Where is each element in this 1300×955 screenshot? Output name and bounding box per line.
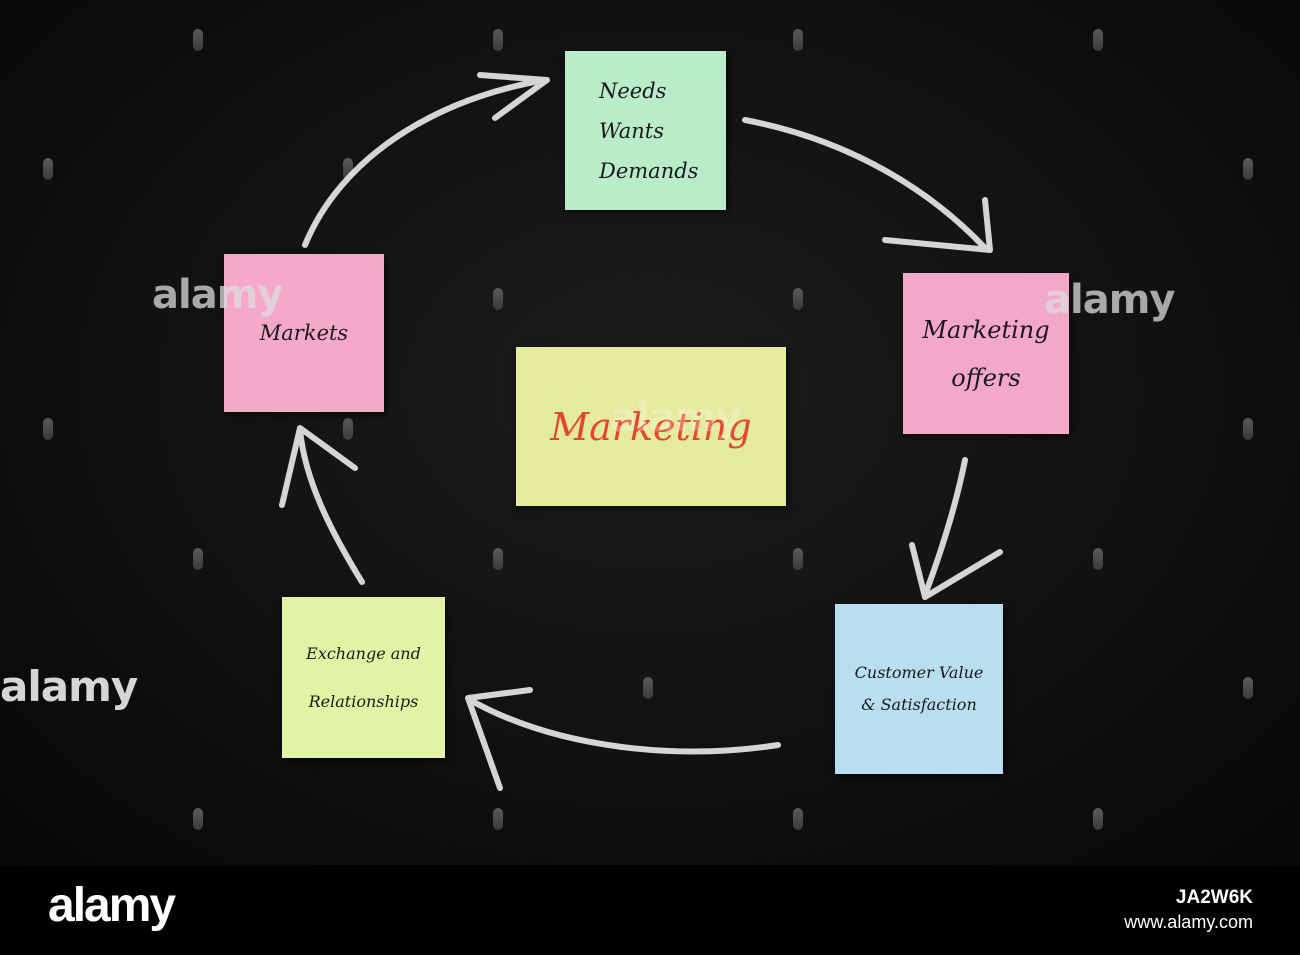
- image-id: JA2W6K: [1175, 887, 1253, 908]
- note-line: & Satisfaction: [861, 695, 977, 714]
- watermark-dot: [493, 288, 503, 310]
- watermark-dot: [1243, 418, 1253, 440]
- note-marketing-offers: Marketing offers: [903, 273, 1069, 434]
- watermark-dot: [1093, 808, 1103, 830]
- site-url: www.alamy.com: [1124, 912, 1253, 932]
- center-title: Marketing: [550, 404, 752, 449]
- watermark-dot: [793, 548, 803, 570]
- watermark-dot: [43, 158, 53, 180]
- note-line: Demands: [599, 158, 699, 183]
- watermark-dot: [1243, 158, 1253, 180]
- watermark-dot: [343, 418, 353, 440]
- watermark-dot: [1093, 29, 1103, 51]
- watermark: alamy: [152, 272, 283, 318]
- arrow-customer-to-exchange: [467, 697, 781, 755]
- watermark-dot: [1093, 548, 1103, 570]
- arrowhead: [465, 687, 533, 791]
- note-exchange-relationships: Exchange and Relationships: [282, 597, 445, 758]
- watermark-dot: [43, 418, 53, 440]
- note-customer-value: Customer Value & Satisfaction: [835, 604, 1003, 774]
- watermark: alamy: [610, 395, 741, 441]
- note-line: Exchange and: [306, 643, 421, 663]
- arrowhead: [909, 542, 1003, 600]
- arrow-markets-to-needs: [302, 77, 548, 248]
- note-line: Marketing: [922, 315, 1050, 344]
- note-line: offers: [951, 363, 1021, 392]
- watermark-dot: [193, 29, 203, 51]
- watermark-dot: [793, 288, 803, 310]
- chalkboard: Needs Wants Demands Marketing offers Cus…: [0, 0, 1300, 865]
- note-line: Needs: [599, 78, 667, 103]
- arrow-offers-to-customer: [922, 457, 968, 598]
- alamy-logo: alamy: [48, 879, 176, 932]
- watermark-dot: [793, 808, 803, 830]
- arrowhead: [477, 72, 550, 121]
- watermark-dot: [1243, 677, 1253, 699]
- chalk-arrows: [279, 72, 1003, 791]
- watermark: alamy: [0, 662, 138, 711]
- note-needs-wants-demands: Needs Wants Demands: [565, 51, 726, 210]
- watermark-dot: [493, 29, 503, 51]
- arrowhead: [882, 197, 993, 253]
- watermark-dot: [493, 548, 503, 570]
- watermark-dot: [343, 158, 353, 180]
- watermark-dot: [643, 677, 653, 699]
- note-markets: Markets: [224, 254, 384, 412]
- watermark: alamy: [1044, 277, 1175, 323]
- note-line: Markets: [259, 321, 349, 345]
- note-line: Wants: [599, 118, 665, 143]
- stock-footer: [0, 865, 1300, 955]
- note-line: Relationships: [308, 691, 419, 711]
- arrow-needs-to-offers: [742, 117, 988, 251]
- note-center-marketing: Marketing: [516, 347, 786, 506]
- watermark-dot: [493, 808, 503, 830]
- note-line: Customer Value: [854, 663, 984, 682]
- watermark-dot: [193, 808, 203, 830]
- watermark-dot: [793, 29, 803, 51]
- watermark-dot: [193, 548, 203, 570]
- arrowhead: [279, 425, 358, 508]
- arrow-exchange-to-markets: [297, 427, 365, 585]
